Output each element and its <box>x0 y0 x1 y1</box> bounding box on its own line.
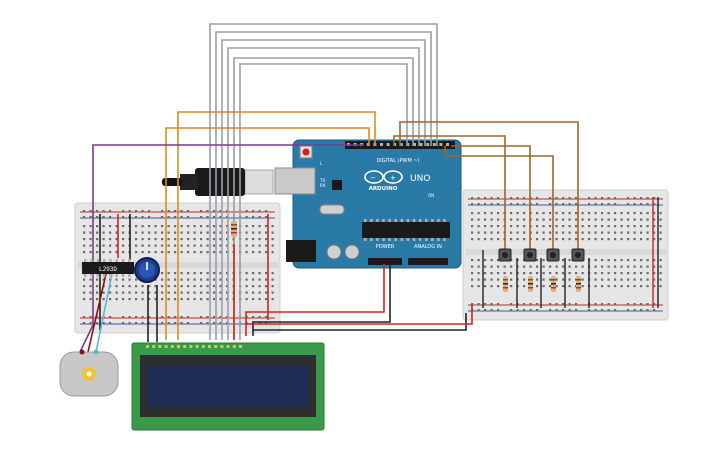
lcd-pin[interactable] <box>232 345 236 348</box>
lcd-pin[interactable] <box>226 345 230 348</box>
push-buttons[interactable] <box>498 248 585 292</box>
lcd-pin[interactable] <box>146 345 149 348</box>
wires-right-rails <box>482 197 659 308</box>
breadboard-left-holes <box>83 210 274 325</box>
reset-button[interactable] <box>302 148 310 156</box>
digital-pin[interactable] <box>399 143 403 146</box>
lcd-pin[interactable] <box>152 345 156 348</box>
wires-power[interactable] <box>99 214 473 342</box>
lcd-16x2[interactable] <box>131 342 325 431</box>
wires-brown[interactable] <box>393 121 579 252</box>
lcd-pin[interactable] <box>220 345 224 348</box>
digital-pin[interactable] <box>419 143 423 146</box>
on-label: ON <box>428 193 434 198</box>
lcd-pin-header <box>146 345 242 348</box>
lcd-pin[interactable] <box>195 345 199 348</box>
digital-pin[interactable] <box>439 143 443 146</box>
lcd-pin[interactable] <box>177 345 180 348</box>
push-button-cap[interactable] <box>575 252 581 258</box>
tx-label: TX <box>319 178 325 183</box>
arduino-uno[interactable]: DIGITAL (PWM ~) − + ARDUINO UNO L TX RX … <box>274 139 462 269</box>
digital-pin[interactable] <box>386 143 390 146</box>
capacitor-1 <box>326 244 342 260</box>
rx-label: RX <box>320 183 326 188</box>
crystal <box>319 204 345 215</box>
power-header <box>368 258 402 265</box>
arduino-logo: − + <box>364 170 403 184</box>
digital-pin[interactable] <box>432 143 436 146</box>
push-button-cap[interactable] <box>550 252 556 258</box>
lcd-pin[interactable] <box>239 345 242 348</box>
l-led-label: L <box>320 161 323 166</box>
usb-cable <box>162 168 274 196</box>
lcd-pin[interactable] <box>208 345 211 348</box>
atmega-chip <box>362 222 450 238</box>
lcd-pin[interactable] <box>170 345 174 348</box>
digital-pin[interactable] <box>413 143 416 146</box>
svg-text:+: + <box>390 174 396 182</box>
lcd-pin[interactable] <box>164 345 168 348</box>
dc-motor[interactable] <box>59 349 119 397</box>
l293d-label: L293D <box>99 266 117 273</box>
lcd-pin[interactable] <box>189 345 193 348</box>
push-button-cap[interactable] <box>502 252 508 258</box>
wires-orange[interactable] <box>165 111 376 340</box>
digital-pin[interactable] <box>446 143 449 146</box>
lcd-pin[interactable] <box>158 345 162 348</box>
analog-label: ANALOG IN <box>414 244 442 250</box>
wires-motor[interactable] <box>87 273 113 353</box>
digital-pin[interactable] <box>380 143 383 146</box>
capacitor-2 <box>344 244 360 260</box>
breadboard-right[interactable] <box>462 189 669 321</box>
brand-label: ARDUINO <box>369 186 398 192</box>
lcd-screen <box>147 366 309 407</box>
svg-text:−: − <box>370 174 376 182</box>
usb-chip <box>332 180 342 190</box>
lcd-pin[interactable] <box>183 345 187 348</box>
digital-pin[interactable] <box>406 143 410 146</box>
power-label: POWER <box>376 244 395 250</box>
push-button-cap[interactable] <box>527 252 533 258</box>
digital-pin[interactable] <box>426 143 430 146</box>
digital-label: DIGITAL (PWM ~) <box>376 158 419 164</box>
potentiometer[interactable] <box>134 257 160 283</box>
wire-purple[interactable] <box>79 144 363 353</box>
lcd-pin[interactable] <box>214 345 218 348</box>
model-label: UNO <box>410 174 430 184</box>
l293d-driver[interactable]: L293D <box>82 259 134 277</box>
resistor-left <box>231 215 237 244</box>
lcd-pin[interactable] <box>201 345 205 348</box>
wires-gray[interactable] <box>209 23 438 340</box>
analog-header <box>408 258 448 265</box>
